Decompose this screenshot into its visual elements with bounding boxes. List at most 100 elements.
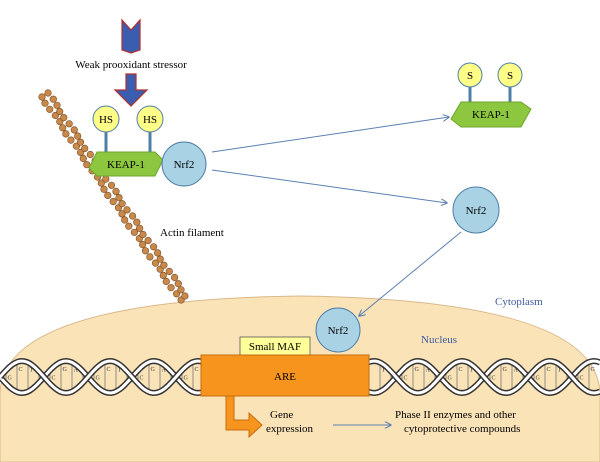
actin-bead (115, 194, 123, 202)
dna-base-letter: C (195, 367, 199, 373)
actin-bead (139, 241, 147, 249)
dna-base-letter: T (30, 367, 34, 373)
dna-base-letter: G (591, 367, 596, 373)
dna-base-letter: A (74, 367, 79, 373)
arrow-to-keap1-free (211, 117, 449, 153)
actin-label: Actin filament (160, 227, 224, 239)
dna-base-letter: G (503, 367, 508, 373)
actin-bead (62, 130, 70, 138)
actin-bead (154, 249, 162, 257)
actin-bead (102, 175, 110, 183)
nrf2-nuclear-label: Nrf2 (328, 325, 349, 337)
nrf2-free-label: Nrf2 (466, 205, 487, 217)
s-right: S (497, 62, 523, 88)
gene-expression-arrow (225, 395, 263, 439)
actin-bead (129, 212, 137, 220)
actin-bead (76, 138, 85, 146)
actin-bead (67, 136, 75, 144)
hs-right-label: HS (143, 114, 157, 126)
actin-bead (109, 198, 117, 206)
actin-bead (125, 222, 133, 230)
actin-bead (81, 144, 89, 152)
actin-bead (177, 286, 185, 294)
nrf2-nuclear: Nrf2 (315, 307, 361, 353)
small-maf: Small MAF (239, 336, 311, 356)
dna-base-letter: G (184, 375, 189, 381)
actin-bead (139, 230, 147, 239)
actin-bead (133, 218, 141, 226)
stressor-down-arrow (113, 73, 149, 107)
stressor-label: Weak prooxidant stressor (75, 59, 187, 71)
phase2-label-line1: Phase II enzymes and other (395, 409, 516, 421)
actin-bead (181, 292, 189, 300)
actin-bead (174, 280, 182, 288)
dna-base-letter: A (162, 367, 167, 373)
actin-bead (171, 273, 179, 282)
dna-base-letter: C (107, 367, 111, 373)
actin-bead (162, 277, 170, 286)
arrow-to-nrf2-free (211, 169, 447, 203)
cytoplasm-label: Cytoplasm (495, 296, 543, 308)
hs-right: HS (136, 105, 164, 133)
actin-bead (104, 191, 112, 199)
dna-base-letter: A (426, 367, 431, 373)
dna-base-letter: C (52, 375, 56, 381)
actin-bead (173, 290, 181, 298)
s-left: S (457, 62, 483, 88)
dna-base-letter: G (63, 367, 68, 373)
actin-bead (167, 284, 175, 292)
dna-base-letter: G (151, 367, 156, 373)
actin-bead (65, 120, 73, 128)
small-maf-label: Small MAF (249, 341, 301, 353)
actin-bead (74, 132, 82, 140)
actin-bead (70, 126, 78, 134)
s-left-label: S (467, 70, 473, 82)
dna-base-letter: T (382, 367, 386, 373)
actin-bead (56, 107, 64, 116)
actin-bead (112, 187, 120, 195)
keap1-free-label: KEAP-1 (472, 109, 510, 121)
stressor-arrow (113, 18, 149, 107)
actin-bead (53, 101, 61, 109)
actin-bead (160, 261, 168, 269)
keap1-bound: KEAP-1 (88, 151, 164, 177)
dna-base-letter: C (404, 375, 408, 381)
dna-base-letter: C (459, 367, 463, 373)
actin-bead (159, 271, 167, 280)
stressor-chevron (121, 18, 141, 54)
are-label: ARE (274, 371, 296, 383)
actin-bead (100, 185, 108, 193)
dna-base-letter: G (448, 375, 453, 381)
actin-bead (144, 237, 152, 245)
actin-bead (97, 179, 105, 187)
dna-base-letter: G (8, 375, 13, 381)
dna-base-letter: C (580, 375, 584, 381)
actin-bead (151, 259, 160, 267)
actin-bead (44, 89, 52, 97)
actin-bead (107, 181, 116, 189)
actin-bead (60, 113, 68, 122)
actin-bead (130, 228, 138, 236)
nrf2-bound: Nrf2 (161, 141, 207, 187)
actin-bead (38, 93, 46, 101)
actin-bead (150, 243, 158, 251)
keap1-bound-label: KEAP-1 (107, 159, 145, 171)
keap1-free: KEAP-1 (450, 101, 532, 128)
actin-bead (49, 95, 57, 103)
hs-left: HS (92, 105, 120, 133)
actin-bead (118, 200, 126, 208)
nucleus-label: Nucleus (421, 334, 457, 346)
actin-bead (46, 105, 54, 113)
dna-base-letter: C (492, 375, 496, 381)
nrf2-bound-label: Nrf2 (174, 159, 195, 171)
dna-base-letter: T (470, 367, 474, 373)
dna-base-letter: G (415, 367, 420, 373)
actin-bead (118, 210, 126, 218)
dna-base-letter: T (558, 367, 562, 373)
s-right-label: S (507, 70, 513, 82)
are-box: ARE (200, 354, 370, 397)
hs-left-label: HS (99, 114, 113, 126)
actin-bead (41, 99, 49, 107)
actin-bead (156, 255, 164, 263)
